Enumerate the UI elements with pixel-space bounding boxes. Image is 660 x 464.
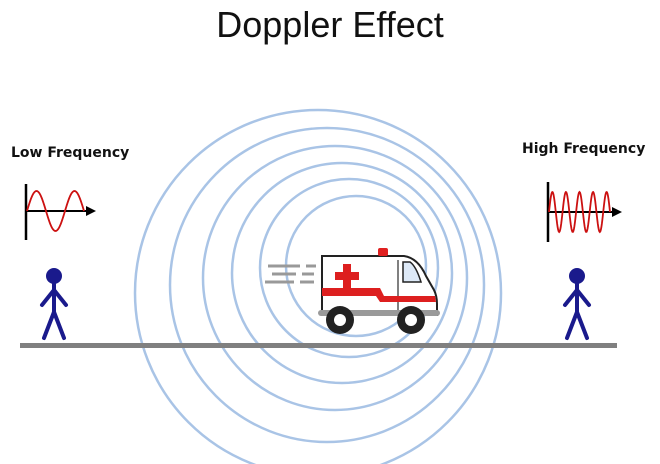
high-frequency-wave-icon <box>546 182 622 242</box>
right-person-icon <box>563 268 591 340</box>
low-frequency-wave-icon <box>24 184 96 240</box>
speed-lines <box>265 264 316 284</box>
sound-ring <box>133 108 503 464</box>
sound-wave-rings <box>133 108 503 464</box>
sound-ring <box>258 177 440 359</box>
ambulance-icon <box>265 248 440 334</box>
ground-line <box>20 343 617 348</box>
sound-ring <box>201 144 469 412</box>
sound-ring <box>230 161 454 385</box>
page-title: Doppler Effect <box>216 4 444 45</box>
low-frequency-label: Low Frequency <box>11 145 130 161</box>
high-frequency-label: High Frequency <box>522 141 646 157</box>
sound-ring <box>168 126 486 444</box>
left-person-icon <box>40 268 68 340</box>
